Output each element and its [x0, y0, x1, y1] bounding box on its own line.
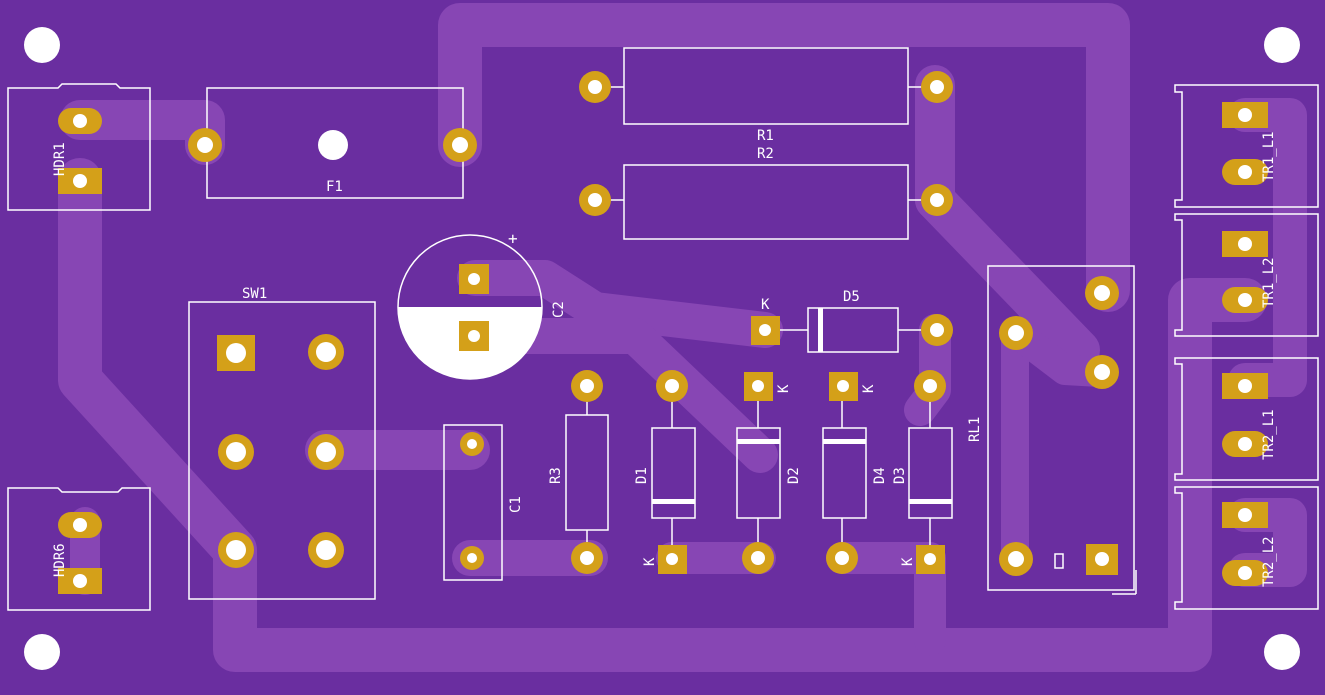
label-d3-k: K — [900, 557, 916, 566]
trace-main-loop — [438, 3, 1130, 312]
label-d5-k: K — [761, 297, 770, 313]
rl1-pin-marker — [1054, 553, 1064, 569]
d2-band — [737, 439, 780, 444]
c1-outline — [443, 424, 503, 581]
label-c2: C2 — [551, 301, 567, 318]
label-d1: D1 — [634, 467, 650, 484]
tr2-l1-outline — [1174, 357, 1319, 481]
d3-band — [909, 499, 952, 504]
label-rl1: RL1 — [967, 417, 983, 442]
trace-hdr1-gnd — [58, 158, 1267, 672]
tr1-l1-outline — [1174, 84, 1319, 208]
label-hdr1: HDR1 — [52, 142, 68, 176]
label-c2-plus: + — [508, 229, 518, 248]
trace-r2-rl1 — [915, 180, 1100, 370]
label-c1: C1 — [508, 496, 524, 513]
label-d4-k: K — [861, 384, 877, 393]
r2-outline — [623, 164, 909, 240]
diode-bands — [652, 308, 952, 504]
label-r3: R3 — [548, 467, 564, 484]
label-tr1-l2: TR1_L2 — [1261, 257, 1277, 308]
d4-band — [823, 439, 866, 444]
r1-outline — [623, 47, 909, 125]
label-hdr6: HDR6 — [52, 543, 68, 577]
label-d4: D4 — [872, 467, 888, 484]
label-d1-k: K — [642, 557, 658, 566]
mounting-hole-bottom-right — [1264, 634, 1300, 670]
f1-center-hole — [318, 130, 348, 160]
mounting-hole-top-right — [1264, 27, 1300, 63]
d1-band — [652, 499, 695, 504]
rl1-outline — [987, 265, 1135, 591]
label-r1: R1 — [757, 128, 774, 144]
d4-outline — [822, 427, 867, 519]
label-r2: R2 — [757, 146, 774, 162]
pads — [58, 71, 1268, 594]
hdr6-outline — [7, 487, 151, 611]
label-d2-k: K — [776, 384, 792, 393]
mounting-hole-bottom-left — [24, 634, 60, 670]
label-sw1: SW1 — [242, 286, 267, 302]
label-tr1-l1: TR1_L1 — [1261, 131, 1277, 182]
label-d2: D2 — [786, 467, 802, 484]
d5-band — [818, 308, 823, 352]
label-d5: D5 — [843, 289, 860, 305]
trace-c2-d5 — [457, 260, 783, 348]
label-d3: D3 — [892, 467, 908, 484]
mounting-holes — [24, 27, 1300, 670]
label-tr2-l2: TR2_L2 — [1261, 536, 1277, 587]
silkscreen-labels: HDR1 HDR6 F1 R1 R2 + C2 SW1 C1 R3 D1 D2 … — [52, 128, 1277, 587]
label-f1: F1 — [326, 179, 343, 195]
tr1-l2-outline — [1174, 213, 1319, 337]
d1-outline — [651, 427, 696, 519]
label-tr2-l1: TR2_L1 — [1261, 409, 1277, 460]
sw1-outline — [188, 301, 376, 600]
hdr1-outline — [7, 83, 151, 211]
tr2-l2-outline — [1174, 486, 1319, 610]
mounting-hole-top-left — [24, 27, 60, 63]
